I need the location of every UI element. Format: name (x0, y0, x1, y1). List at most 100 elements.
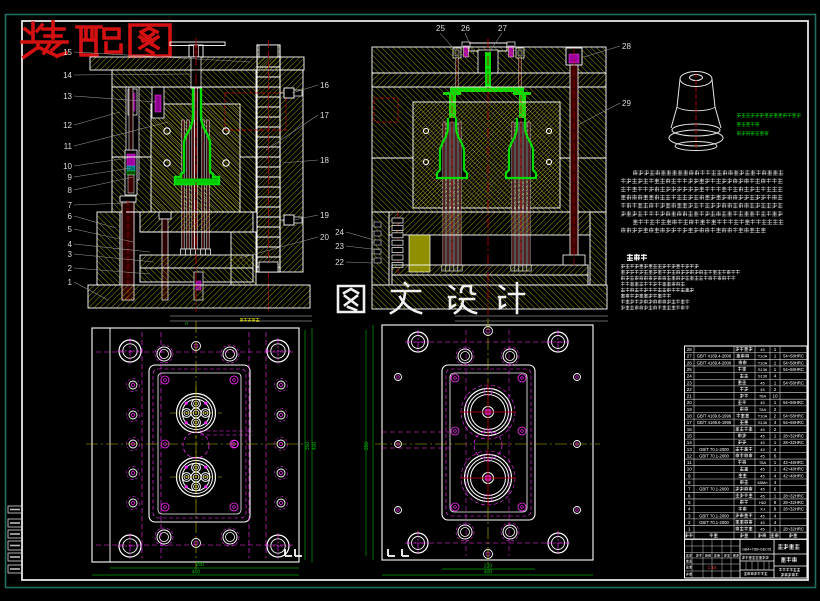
svg-text:GB/T 4169.6-1996: GB/T 4169.6-1996 (697, 420, 732, 425)
svg-text:1: 1 (774, 440, 777, 445)
svg-text:24: 24 (687, 374, 693, 379)
svg-text:54~58HRC: 54~58HRC (783, 360, 804, 365)
svg-text:3: 3 (68, 250, 73, 259)
svg-text:4: 4 (774, 420, 777, 425)
svg-text:230: 230 (484, 564, 493, 570)
svg-text:28~32HRC: 28~32HRC (783, 507, 804, 512)
svg-text:65Mn: 65Mn (757, 480, 767, 485)
svg-text:T8A: T8A (759, 394, 767, 399)
svg-text:23: 23 (335, 242, 344, 251)
svg-text:GB/T 70.1-2000: GB/T 70.1-2000 (699, 453, 729, 458)
svg-text:1: 1 (774, 400, 777, 405)
svg-text:11: 11 (64, 142, 73, 151)
svg-text:54~58HRC: 54~58HRC (783, 420, 804, 425)
svg-text:2: 2 (774, 387, 777, 392)
svg-text:2: 2 (688, 520, 691, 525)
svg-text:17: 17 (320, 111, 329, 120)
svg-text:1: 1 (68, 278, 73, 287)
svg-text:42~48HRC: 42~48HRC (783, 460, 804, 465)
svg-text:45: 45 (760, 493, 765, 498)
svg-text:4: 4 (774, 473, 777, 478)
svg-text:4: 4 (774, 513, 777, 518)
svg-text:6: 6 (688, 493, 691, 498)
svg-text:2: 2 (68, 264, 73, 273)
svg-text:1: 1 (774, 380, 777, 385)
svg-text:54~58HRC: 54~58HRC (783, 400, 804, 405)
svg-text:4: 4 (774, 520, 777, 525)
svg-text:8: 8 (688, 480, 691, 485)
svg-text:1: 1 (774, 433, 777, 438)
svg-text:9: 9 (68, 173, 73, 182)
svg-text:4: 4 (774, 480, 777, 485)
svg-text:14: 14 (687, 440, 693, 445)
svg-text:GB/T 4169.4-2006: GB/T 4169.4-2006 (697, 354, 732, 359)
svg-text:12: 12 (687, 453, 693, 458)
svg-text:28~32HRC: 28~32HRC (783, 433, 804, 438)
svg-text:12: 12 (63, 121, 72, 130)
svg-text:T8A: T8A (759, 407, 767, 412)
svg-text:1: 1 (688, 527, 691, 532)
svg-text:XJ: XJ (760, 507, 765, 512)
svg-text:S136: S136 (758, 374, 768, 379)
svg-text:T10A: T10A (758, 414, 768, 419)
svg-text:H62: H62 (759, 500, 767, 505)
svg-text:2: 2 (774, 427, 777, 432)
svg-text:45: 45 (760, 380, 765, 385)
svg-text:S136: S136 (758, 420, 768, 425)
svg-text:14: 14 (63, 71, 72, 80)
svg-text:19: 19 (687, 407, 693, 412)
svg-text:20: 20 (320, 233, 329, 242)
svg-text:28: 28 (687, 347, 693, 352)
svg-text:45: 45 (760, 433, 765, 438)
svg-text:9: 9 (688, 473, 691, 478)
svg-text:4: 4 (774, 447, 777, 452)
svg-text:45: 45 (760, 447, 765, 452)
svg-text:45: 45 (760, 520, 765, 525)
svg-text:45: 45 (760, 453, 765, 458)
svg-text:45: 45 (760, 513, 765, 518)
svg-text:21: 21 (687, 394, 693, 399)
svg-text:1: 1 (774, 527, 777, 532)
svg-text:54~58HRC: 54~58HRC (783, 354, 804, 359)
svg-text:16: 16 (320, 81, 329, 90)
svg-text:45: 45 (760, 487, 765, 492)
svg-text:GB/T 70.1-2000: GB/T 70.1-2000 (699, 513, 729, 518)
svg-text:45: 45 (760, 467, 765, 472)
svg-text:6: 6 (774, 487, 777, 492)
svg-text:18: 18 (687, 414, 693, 419)
svg-text:28~32HRC: 28~32HRC (783, 440, 804, 445)
svg-text:350: 350 (364, 442, 370, 451)
svg-text:45: 45 (760, 400, 765, 405)
svg-text:GB/T 70.1-2000: GB/T 70.1-2000 (699, 447, 729, 452)
svg-text:2: 2 (774, 414, 777, 419)
svg-text:5: 5 (688, 500, 691, 505)
svg-text:45: 45 (760, 473, 765, 478)
svg-text:4: 4 (68, 240, 73, 249)
svg-text:15: 15 (63, 48, 72, 57)
svg-text:T10A: T10A (758, 354, 768, 359)
svg-text:10: 10 (772, 394, 778, 399)
svg-text:42~48HRC: 42~48HRC (783, 467, 804, 472)
svg-text:1: 1 (774, 360, 777, 365)
svg-text:29: 29 (622, 99, 631, 108)
svg-text:13: 13 (63, 92, 72, 101)
svg-text:28: 28 (622, 42, 631, 51)
svg-text:25: 25 (436, 24, 445, 33)
svg-text:15: 15 (687, 433, 693, 438)
svg-text:54~58HRC: 54~58HRC (783, 414, 804, 419)
svg-text:27: 27 (498, 24, 507, 33)
svg-text:13: 13 (687, 447, 693, 452)
svg-text:1: 1 (774, 493, 777, 498)
svg-text:20: 20 (687, 400, 693, 405)
svg-text:T8A: T8A (759, 460, 767, 465)
svg-text:7: 7 (688, 487, 691, 492)
svg-text:5: 5 (68, 225, 73, 234)
svg-text:45: 45 (760, 427, 765, 432)
svg-text:H: H (185, 321, 188, 326)
svg-text:28~32HRC: 28~32HRC (783, 527, 804, 532)
svg-text:GB/T 70.1-2000: GB/T 70.1-2000 (699, 520, 729, 525)
svg-text:10: 10 (63, 162, 72, 171)
svg-text:22: 22 (335, 258, 344, 267)
svg-text:8: 8 (68, 186, 73, 195)
svg-text:17: 17 (687, 420, 693, 425)
